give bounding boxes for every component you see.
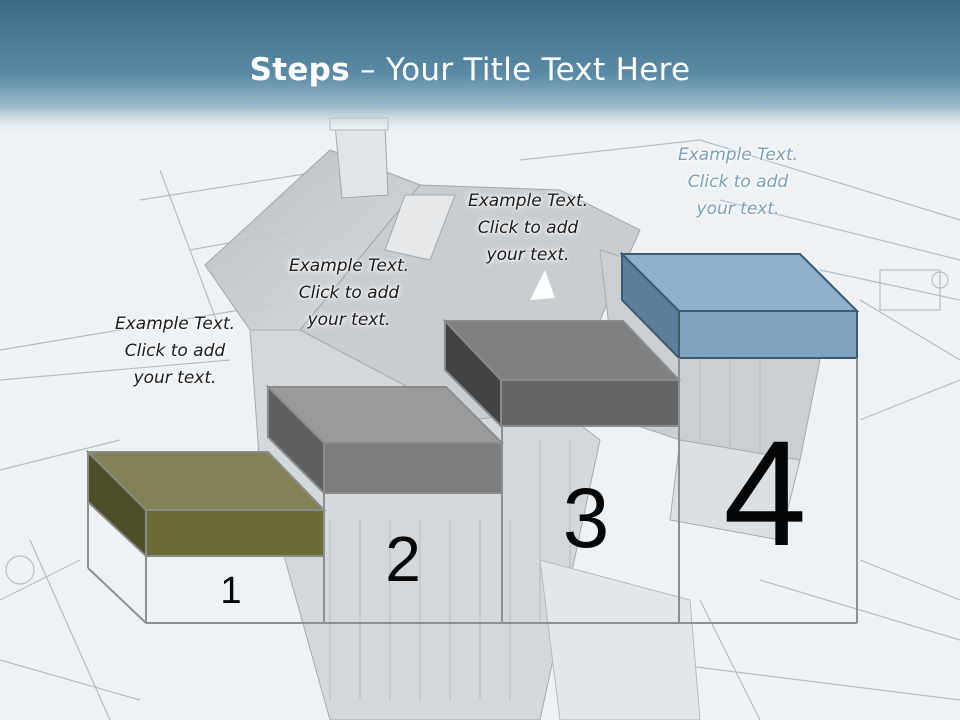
step-3-caption-line: Example Text.	[467, 191, 589, 211]
step-2-number: 2	[385, 523, 421, 595]
step-3-block[interactable]	[442, 318, 682, 429]
step-1-caption-line: your text.	[133, 368, 217, 388]
stair-outline	[87, 358, 858, 624]
step-4-caption[interactable]: Example Text. Click to add your text.	[638, 142, 838, 223]
step-2-block[interactable]	[265, 384, 505, 496]
step-4-caption-line: Example Text.	[677, 145, 799, 165]
step-2-caption-line: Example Text.	[288, 256, 410, 276]
step-3-caption-line: Click to add	[477, 218, 579, 238]
step-4-caption-line: your text.	[696, 199, 780, 219]
step-1-block[interactable]	[85, 449, 327, 559]
title-rest: – Your Title Text Here	[349, 52, 691, 88]
blueprint-lines	[0, 139, 960, 720]
step-3-number: 3	[562, 471, 610, 565]
step-2-caption-line: Click to add	[298, 283, 400, 303]
step-1-caption-line: Click to add	[124, 341, 226, 361]
step-4-block[interactable]	[619, 251, 860, 361]
step-2-caption-line: your text.	[307, 310, 391, 330]
step-4-caption-line: Click to add	[687, 172, 789, 192]
step-1-number: 1	[220, 570, 242, 612]
step-3-caption-line: your text.	[486, 245, 570, 265]
title-bold: Steps	[249, 52, 350, 88]
step-2-caption[interactable]: Example Text. Click to add your text.	[249, 253, 449, 334]
step-1-caption[interactable]: Example Text. Click to add your text.	[75, 311, 275, 392]
step-1-caption-line: Example Text.	[114, 314, 236, 334]
step-4-number: 4	[723, 409, 807, 577]
step-3-caption[interactable]: Example Text. Click to add your text.	[428, 188, 628, 269]
slide-title[interactable]: Steps – Your Title Text Here	[0, 52, 940, 88]
header-band	[0, 0, 960, 135]
